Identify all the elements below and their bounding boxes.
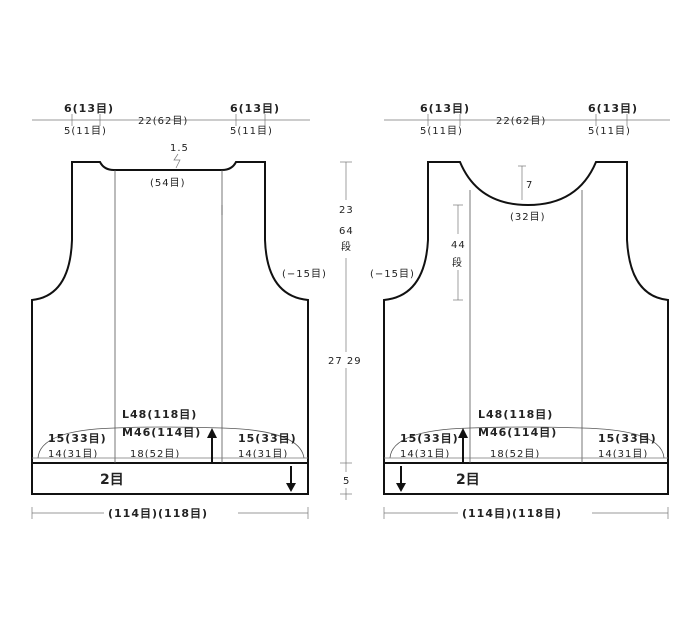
back-size-M: M46(114目) xyxy=(122,426,201,439)
back-curve-mid xyxy=(114,426,223,429)
front-neck-drop: 7 xyxy=(526,180,533,191)
back-shoulder-right-top: 6(13目) xyxy=(230,102,280,115)
body-length: 27 29 xyxy=(328,356,362,367)
back-size-L: L48(118目) xyxy=(122,408,197,421)
back-piece: 6(13目) 5(11目) 22(62目) 6(13目) 5(11目) 1.5 … xyxy=(31,102,327,521)
back-side-right-bottom: 14(31目) xyxy=(238,449,288,460)
back-curve-right xyxy=(221,427,305,459)
back-curve-left xyxy=(37,427,116,459)
back-down-arrowhead xyxy=(286,483,296,492)
back-total-width: (114目)(118目) xyxy=(108,507,208,520)
front-down-arrowhead xyxy=(396,483,406,492)
front-shoulder-right-bottom: 5(11目) xyxy=(588,126,631,137)
back-neck-drop: 1.5 xyxy=(170,143,189,154)
armhole-rows-unit: 段 xyxy=(341,240,352,253)
front-neck-width: 22(62目) xyxy=(496,116,546,127)
front-shoulder-left-top: 6(13目) xyxy=(420,102,470,115)
front-total-bg xyxy=(458,505,592,521)
vlabel-bg xyxy=(326,352,368,368)
vertical-measures: 23 64 段 27 29 5 xyxy=(326,161,368,500)
back-center-width: 18(52目) xyxy=(130,449,180,460)
front-band-label: 2目 xyxy=(456,472,480,488)
back-band-label: 2目 xyxy=(100,472,124,488)
front-size-M: M46(114目) xyxy=(478,426,557,439)
back-side-right-top: 15(33目) xyxy=(238,432,297,445)
front-neck-rows-unit: 段 xyxy=(452,256,463,269)
back-shoulder-left-bottom: 5(11目) xyxy=(64,126,107,137)
back-up-arrowhead xyxy=(207,428,217,438)
vlabel-bg xyxy=(449,234,467,270)
front-total-width: (114目)(118目) xyxy=(462,507,562,520)
front-up-arrowhead xyxy=(458,428,468,438)
front-ribbing-band xyxy=(383,462,669,495)
front-side-left-top: 15(33目) xyxy=(400,432,459,445)
back-side-left-bottom: 14(31目) xyxy=(48,449,98,460)
band-length: 5 xyxy=(343,476,350,487)
vlabel-bg xyxy=(340,472,352,488)
front-shoulder-left-bottom: 5(11目) xyxy=(420,126,463,137)
back-shoulder-right-bottom: 5(11目) xyxy=(230,126,273,137)
front-curve-right xyxy=(581,427,665,459)
front-center-width: 18(52目) xyxy=(490,449,540,460)
front-shoulder-right-top: 6(13目) xyxy=(588,102,638,115)
front-neck-count: (32目) xyxy=(510,212,546,223)
vlabel-bg xyxy=(336,200,358,258)
front-neck-rows-number: 44 xyxy=(451,240,466,251)
back-ribbing-band xyxy=(31,462,309,495)
front-side-right-top: 15(33目) xyxy=(598,432,657,445)
armhole-rows-number: 64 xyxy=(339,226,354,237)
front-curve-mid xyxy=(469,426,583,429)
back-neck-width: 22(62目) xyxy=(138,116,188,127)
back-shoulder-left-top: 6(13目) xyxy=(64,102,114,115)
back-total-bg xyxy=(104,505,238,521)
back-armhole-decrease: (−15目) xyxy=(282,269,327,280)
front-outline xyxy=(383,161,669,464)
front-side-right-bottom: 14(31目) xyxy=(598,449,648,460)
front-piece: 6(13目) 5(11目) 22(62目) 6(13目) 5(11目) 7 (3… xyxy=(370,102,670,521)
back-neck-count: (54目) xyxy=(150,178,186,189)
back-side-left-top: 15(33目) xyxy=(48,432,107,445)
back-neck-drop-marker xyxy=(173,153,181,169)
front-size-L: L48(118目) xyxy=(478,408,553,421)
front-side-left-bottom: 14(31目) xyxy=(400,449,450,460)
front-curve-left xyxy=(389,427,471,459)
front-armhole-decrease: (−15目) xyxy=(370,269,415,280)
armhole-length: 23 xyxy=(339,205,354,216)
